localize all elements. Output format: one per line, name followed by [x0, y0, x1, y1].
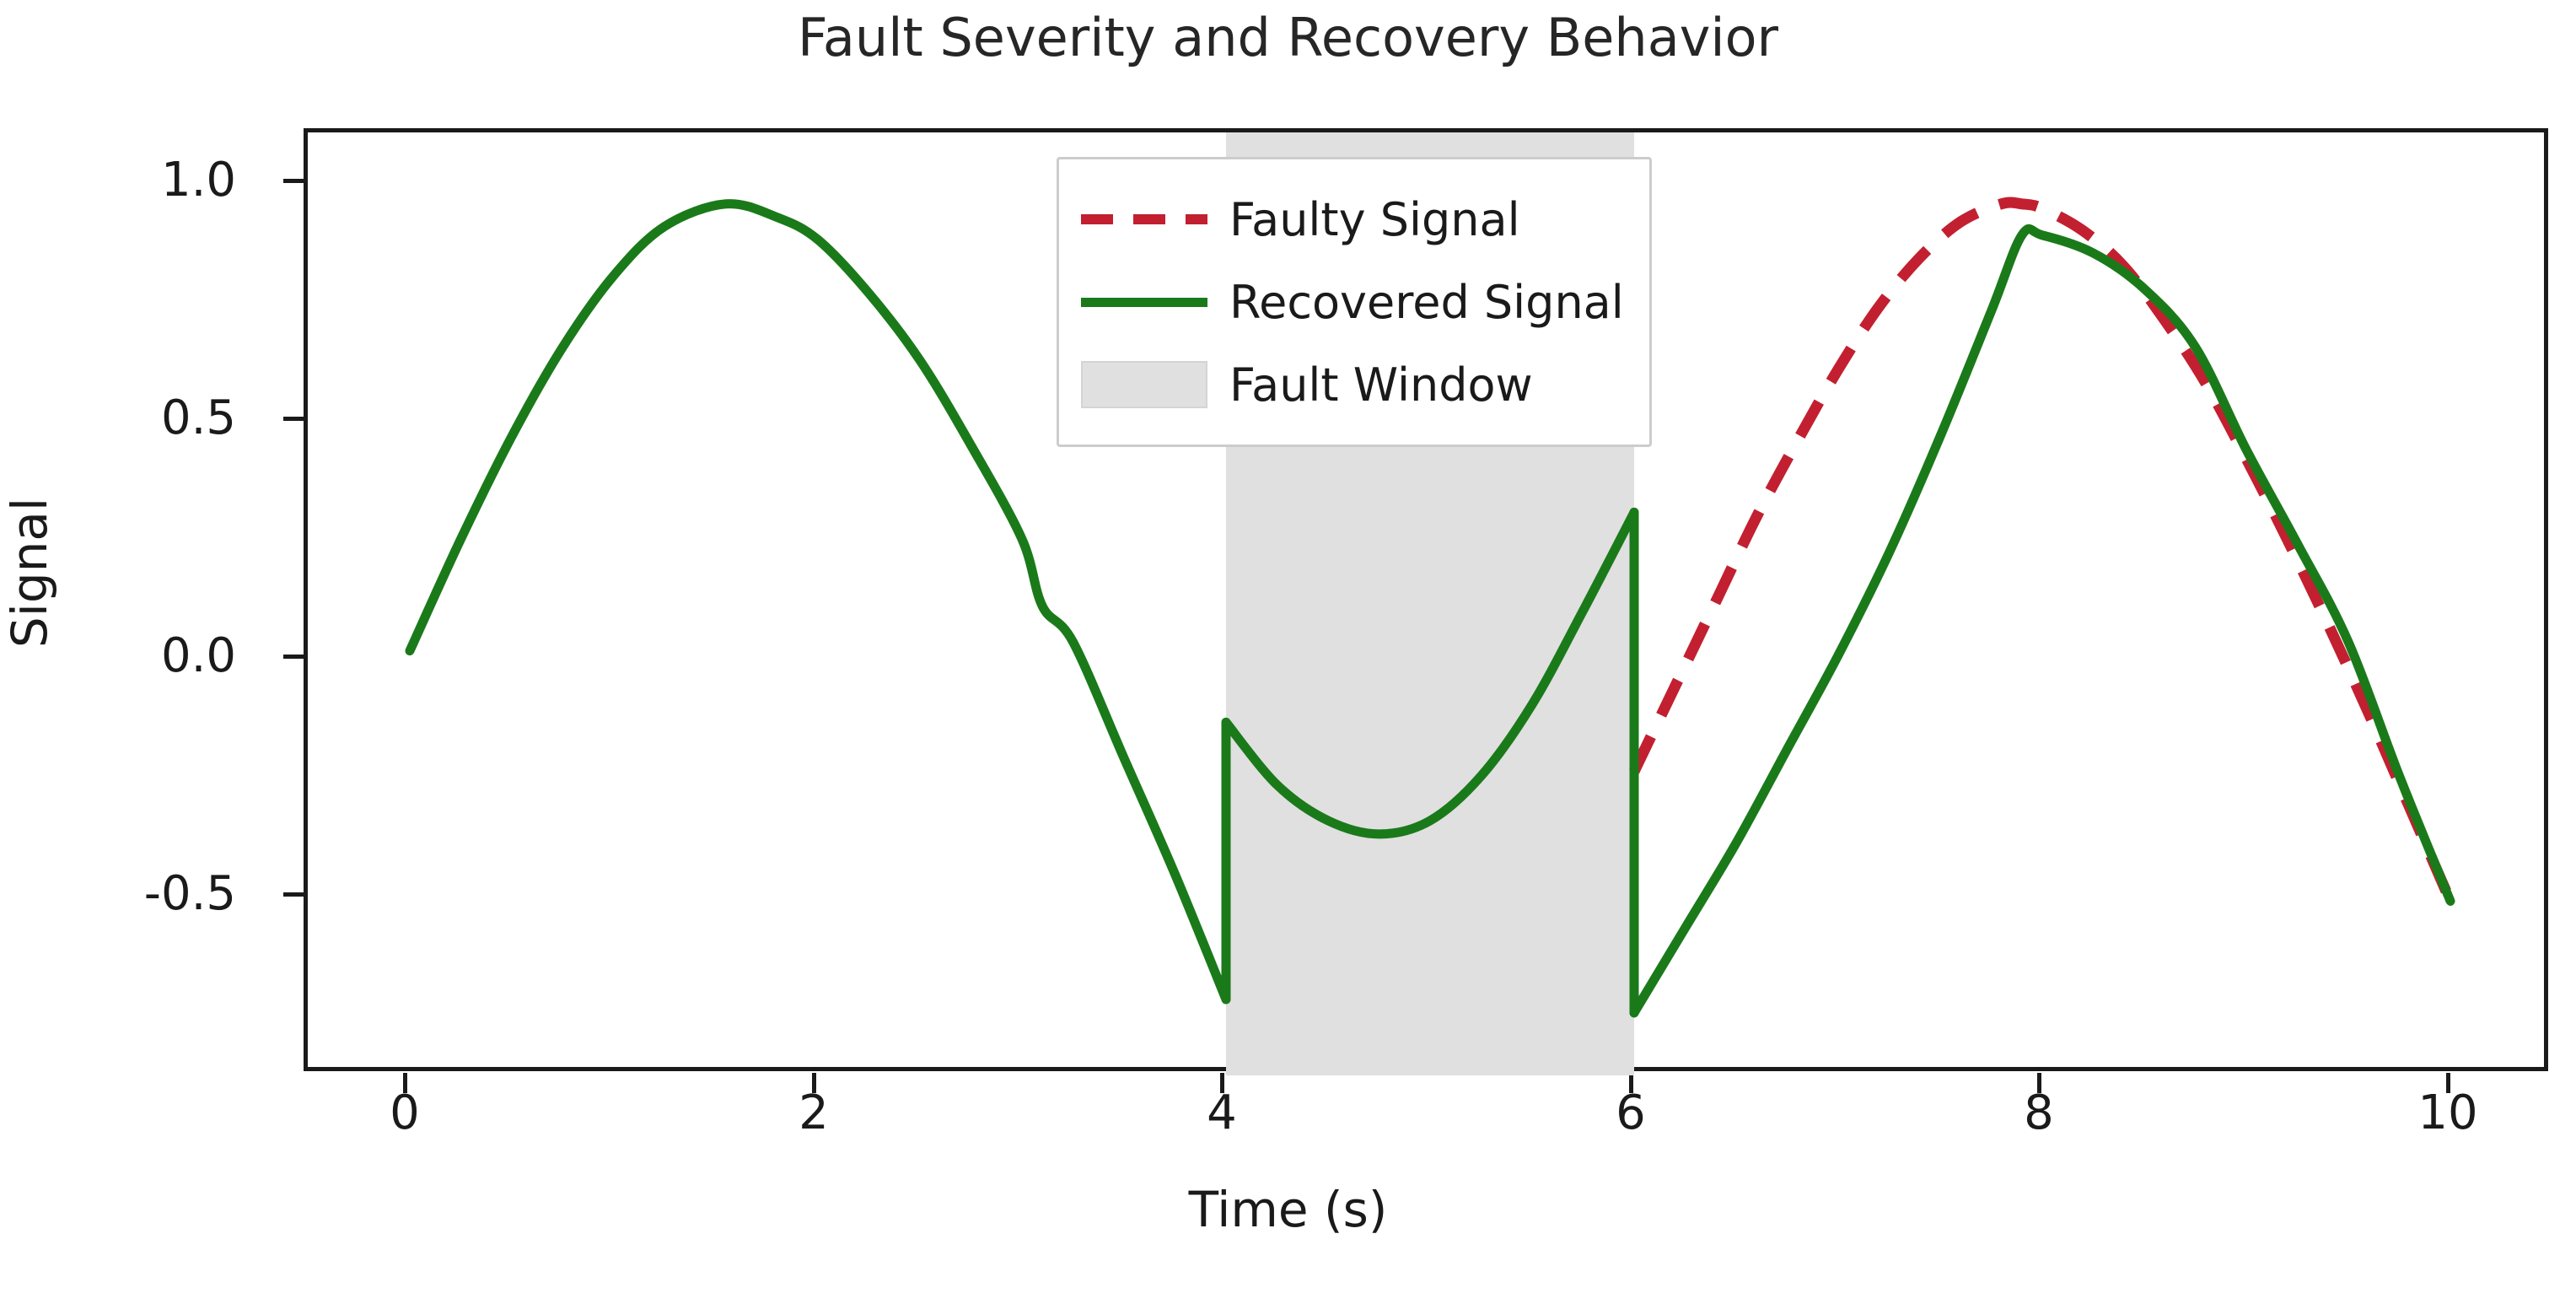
- ytick-label-4: -0.5: [143, 866, 236, 921]
- legend-label-recovered-signal: Recovered Signal: [1229, 275, 1624, 329]
- recovered-signal-line-segment-3: [1629, 224, 2455, 1018]
- xtick-label-10: 10: [2417, 1086, 2478, 1140]
- legend-item-recovered-signal[interactable]: Recovered Signal: [1081, 261, 1624, 343]
- xtick-label-8: 8: [2024, 1086, 2054, 1140]
- legend-item-faulty-signal[interactable]: Faulty Signal: [1081, 178, 1624, 261]
- patch-key: [1081, 359, 1207, 410]
- chart-title: Fault Severity and Recovery Behavior: [797, 7, 1779, 68]
- recovered-signal-line-segment-1: [405, 199, 1231, 1005]
- xtick-mark-10: [2446, 1073, 2450, 1093]
- ytick-label-2: 0.5: [160, 391, 236, 445]
- xtick-label-4: 4: [1207, 1086, 1237, 1140]
- xtick-mark-0: [403, 1073, 407, 1093]
- ytick-mark-4: [283, 892, 304, 897]
- xtick-label-0: 0: [390, 1086, 420, 1140]
- legend-label-fault-window: Fault Window: [1229, 358, 1533, 412]
- ytick-mark-3: [283, 655, 304, 659]
- xtick-mark-2: [812, 1073, 816, 1093]
- ytick-mark-2: [283, 417, 304, 421]
- ytick-mark-1: [283, 179, 304, 183]
- solid-line-key: [1081, 277, 1207, 327]
- xtick-label-6: 6: [1616, 1086, 1646, 1140]
- dashed-line-key: [1081, 194, 1207, 245]
- xtick-mark-4: [1220, 1073, 1224, 1093]
- ytick-label-1: 1.0: [160, 153, 236, 207]
- xtick-mark-8: [2037, 1073, 2041, 1093]
- xtick-mark-6: [1629, 1073, 1633, 1093]
- x-axis-label: Time (s): [1188, 1181, 1388, 1238]
- recovered-signal-line-segment-2: [1221, 507, 1639, 839]
- legend-label-faulty-signal: Faulty Signal: [1229, 192, 1520, 246]
- ytick-label-3: 0.0: [160, 628, 236, 683]
- xtick-label-2: 2: [799, 1086, 829, 1140]
- chart-legend[interactable]: Faulty Signal Recovered Signal Fault Win…: [1057, 157, 1652, 447]
- legend-item-fault-window[interactable]: Fault Window: [1081, 343, 1624, 426]
- y-axis-label: Signal: [1, 497, 58, 649]
